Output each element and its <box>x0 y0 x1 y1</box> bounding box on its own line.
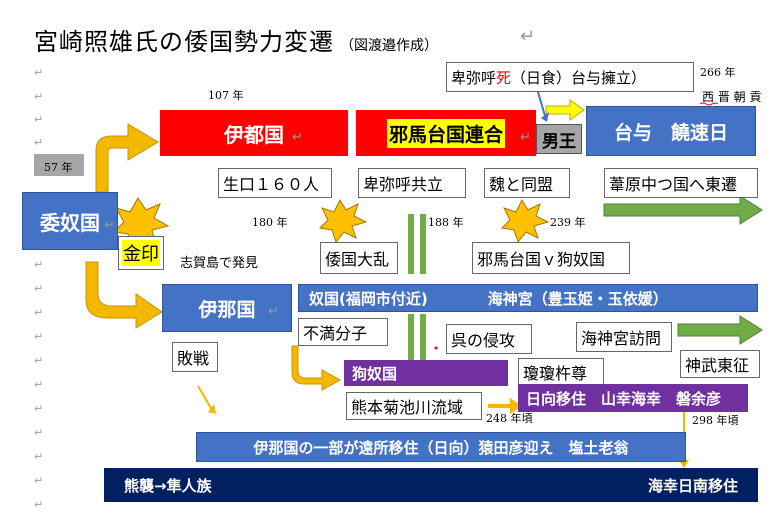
seikou-box: 生口１６０人 <box>218 168 332 198</box>
watatsumi-houmon-box: 海神宮訪問 <box>576 322 672 352</box>
margin-paragraph-mark: ↵ <box>34 282 44 295</box>
kumaso-hayato-bar: 熊襲→隼人族 海幸日南移住 <box>104 468 758 502</box>
margin-paragraph-mark: ↵ <box>34 498 44 511</box>
kinin-box: 金印 <box>118 236 164 270</box>
curved-orange-arrow-icon <box>95 123 159 193</box>
yamatai-rengou-label: 邪馬台国連合 <box>386 118 505 148</box>
margin-paragraph-mark: ↵ <box>34 136 44 149</box>
toyo-nigihayahi-box: 台与 饒速日 <box>586 106 756 156</box>
yamatai-vs-kunakoku-box: 邪馬台国ｖ狗奴国 <box>472 242 630 274</box>
spell-check-underline <box>699 102 719 106</box>
jinmu-tousei-box: 神武東征 <box>680 350 760 378</box>
margin-paragraph-mark: ↵ <box>34 330 44 343</box>
inline-paragraph-mark: ↵ <box>104 218 115 233</box>
margin-paragraph-mark: ↵ <box>34 354 44 367</box>
margin-paragraph-mark: ↵ <box>34 426 44 439</box>
himiko-death-prefix: 卑弥呼 <box>451 68 497 87</box>
margin-paragraph-mark: ↵ <box>34 90 44 103</box>
ina-koku-box: 伊那国 <box>162 284 292 332</box>
margin-paragraph-mark: ↵ <box>34 113 44 126</box>
himiko-kyouritsu-box: 卑弥呼共立 <box>358 168 466 198</box>
green-right-arrow-icon <box>603 195 763 225</box>
margin-paragraph-mark: ↵ <box>34 402 44 415</box>
inline-paragraph-mark: ↵ <box>292 130 303 145</box>
ashihara-tousen-box: 葦原中つ国へ東遷 <box>604 168 758 198</box>
dan-ou-box: 男王 <box>536 124 582 154</box>
red-dot <box>434 346 438 350</box>
year-label-188: 188 年 <box>428 216 464 229</box>
seishin-choukou-label: 西 晋 朝 貢 <box>702 90 762 104</box>
margin-paragraph-mark: ↵ <box>34 66 44 79</box>
title-main: 宮崎照雄氏の倭国勢力変遷 <box>34 28 334 56</box>
year-label-239: 239 年 <box>550 216 586 229</box>
green-right-arrow-icon <box>677 315 763 345</box>
curved-orange-arrow-icon <box>291 345 342 391</box>
ina-ichibu-ijuu-bar: 伊那国の一部が遠所移住（日向）猿田彦迎え 塩土老翁 <box>196 432 686 462</box>
yamatai-rengou-box: 邪馬台国連合 <box>356 110 536 156</box>
hyuga-ijuu-bar: 日向移住 山幸海幸 磐余彦 <box>518 384 748 412</box>
margin-paragraph-mark: ↵ <box>34 450 44 463</box>
wakoku-tairan-box: 倭国大乱 <box>320 242 398 274</box>
umisachi-label: 海幸日南移住 <box>647 476 738 495</box>
nakoku-watatsumi-bar: 奴国(福岡市付近) 海神宮（豊玉姫・玉依媛） <box>298 284 758 312</box>
title-paragraph-mark: ↵ <box>520 26 536 47</box>
margin-paragraph-mark: ↵ <box>34 474 44 487</box>
kuna-koku-box: 狗奴国 <box>344 360 508 386</box>
kinin-label: 金印 <box>122 240 160 266</box>
margin-paragraph-mark: ↵ <box>34 378 44 391</box>
inline-paragraph-mark: ↵ <box>520 130 531 145</box>
ito-koku-box: 伊都国 <box>160 110 348 156</box>
wanu-koku-box: 委奴国 <box>22 192 118 250</box>
orange-right-arrow-icon <box>488 398 522 414</box>
curved-orange-arrow-icon <box>85 261 163 329</box>
explosion-starburst-icon <box>318 198 368 244</box>
title-sub: （図渡邉作成） <box>340 38 438 54</box>
explosion-starburst-icon <box>500 198 550 244</box>
kumamoto-kikuchi-box: 熊本菊池川流域 <box>346 392 482 420</box>
green-parallel-bars-icon <box>408 214 426 360</box>
margin-paragraph-mark: ↵ <box>34 306 44 319</box>
kumaso-label: 熊襲→隼人族 <box>124 476 212 495</box>
yellow-right-arrow-icon <box>545 99 585 121</box>
himiko-death-suffix: （日食）台与擁立） <box>511 68 647 87</box>
page-title: 宮崎照雄氏の倭国勢力変遷 （図渡邉作成） <box>34 22 438 57</box>
himiko-death-word: 死 <box>496 68 512 87</box>
gi-doumei-box: 魏と同盟 <box>484 168 570 198</box>
year-label-266: 266 年 <box>700 66 736 79</box>
year-label-57: 57 年 <box>34 154 84 176</box>
inline-paragraph-mark: ↵ <box>268 304 279 319</box>
year-label-298: 298 年頃 <box>692 414 739 427</box>
year-label-248: 248 年頃 <box>486 412 533 425</box>
haisen-box: 敗戦 <box>172 342 218 372</box>
himiko-death-box: 卑弥呼死（日食）台与擁立） <box>446 62 694 92</box>
blue-down-arrow-icon <box>537 91 549 122</box>
margin-paragraph-mark: ↵ <box>34 258 44 271</box>
year-label-107: 107 年 <box>208 89 244 102</box>
orange-diagonal-arrow-icon <box>197 385 216 414</box>
year-label-180: 180 年 <box>252 216 288 229</box>
go-shinkou-box: 呉の侵攻 <box>446 324 532 354</box>
shikanoshima-label: 志賀島で発見 <box>180 256 259 271</box>
ninigi-box: 瓊瓊杵尊 <box>518 358 604 386</box>
fuman-bunshi-box: 不満分子 <box>298 318 388 346</box>
